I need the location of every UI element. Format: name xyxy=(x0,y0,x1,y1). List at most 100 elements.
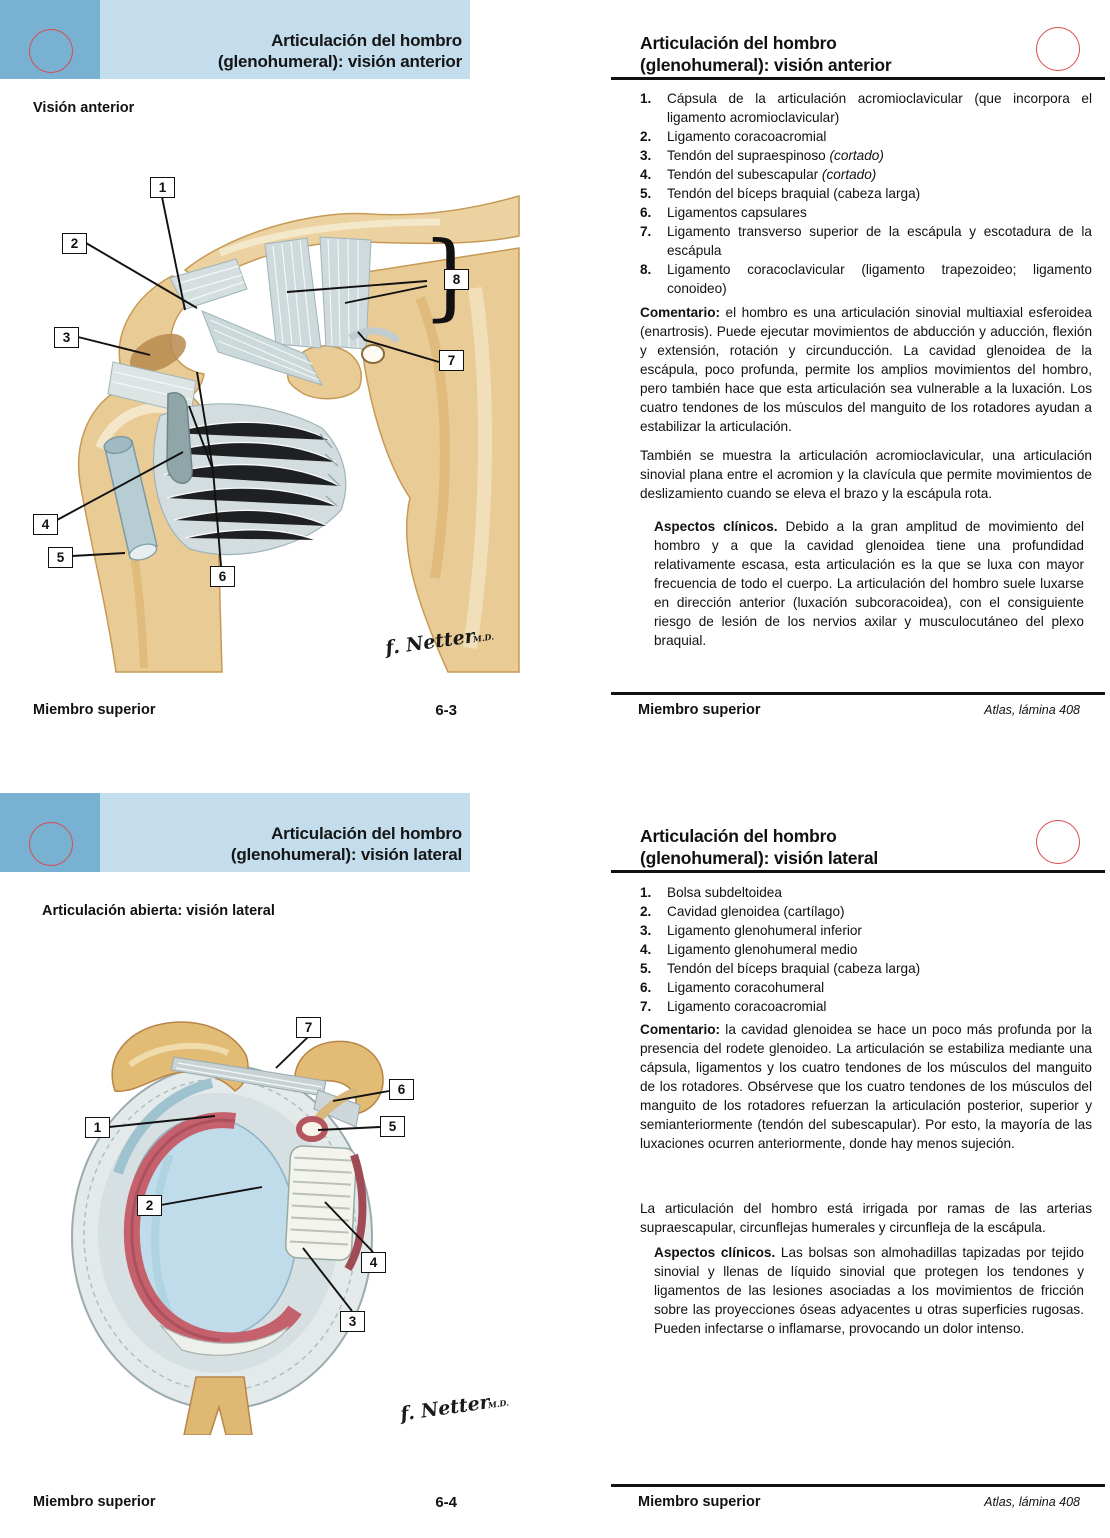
figure-caption: Articulación abierta: visión lateral xyxy=(42,903,275,919)
card-footer: Miembro superior 6-3 xyxy=(33,702,457,719)
comment-label: Comentario: xyxy=(640,305,721,320)
card-title: Articulación del hombro (glenohumeral): … xyxy=(640,32,892,76)
figure-label-4: 4 xyxy=(361,1252,386,1273)
figure-label-1: 1 xyxy=(150,177,175,198)
footer-atlas-ref: Atlas, lámina 408 xyxy=(984,703,1080,717)
list-item: 7.Ligamento transverso superior de la es… xyxy=(640,224,1092,258)
title-rule xyxy=(611,870,1105,873)
figure-label-7: 7 xyxy=(296,1017,321,1038)
figure-label-6: 6 xyxy=(210,566,235,587)
subscapularis-tendon xyxy=(284,1145,358,1261)
figure-label-3: 3 xyxy=(340,1311,365,1332)
figure-caption: Visión anterior xyxy=(33,100,135,116)
card-footer: Miembro superior Atlas, lámina 408 xyxy=(638,1494,1080,1510)
list-item: 4.Ligamento glenohumeral medio xyxy=(640,942,858,957)
figure-label-4: 4 xyxy=(33,514,58,535)
header-band: Articulación del hombro (glenohumeral): … xyxy=(0,0,470,79)
structure-list: 1.Cápsula de la articulación acromioclav… xyxy=(640,89,1092,298)
anterior-view-figure: } 1 2 3 4 5 xyxy=(20,148,520,673)
card-footer: Miembro superior 6-4 xyxy=(33,1494,457,1511)
figure-label-3: 3 xyxy=(54,327,79,348)
footer-rule xyxy=(611,692,1105,695)
card-title-line1: Articulación del hombro xyxy=(271,31,462,50)
card-title-line1: Articulación del hombro xyxy=(271,824,462,843)
title-rule xyxy=(611,77,1105,80)
inferior-glenohumeral-ligament xyxy=(159,1324,290,1356)
list-item: 6.Ligamento coracohumeral xyxy=(640,980,825,995)
clinical-label: Aspectos clínicos. xyxy=(654,519,778,534)
lateral-shoulder-illustration xyxy=(71,1021,390,1435)
list-item: 4.Tendón del subescapular (cortado) xyxy=(640,167,877,182)
card-title: Articulación del hombro (glenohumeral): … xyxy=(218,30,462,72)
red-circle-mark xyxy=(29,29,73,73)
footer-section: Miembro superior xyxy=(33,1494,156,1510)
red-circle-mark xyxy=(29,822,73,866)
card-front-lateral: Articulación del hombro (glenohumeral): … xyxy=(0,770,540,1538)
figure-label-5: 5 xyxy=(380,1116,405,1137)
capsular-streaks xyxy=(163,421,341,541)
suprascapular-notch xyxy=(361,344,385,364)
figure-label-7: 7 xyxy=(439,350,464,371)
card-back-lateral: Articulación del hombro (glenohumeral): … xyxy=(540,770,1110,1538)
structure-list: 1.Bolsa subdeltoidea 2.Cavidad glenoidea… xyxy=(640,883,1092,1016)
list-item: 1.Cápsula de la articulación acromioclav… xyxy=(640,91,1092,125)
footer-card-number: 6-4 xyxy=(435,1494,457,1511)
figure-label-1: 1 xyxy=(85,1117,110,1138)
header-band-square xyxy=(0,0,100,79)
superior-transverse-ligament xyxy=(348,327,401,344)
footer-rule xyxy=(611,1484,1105,1487)
middle-glenohumeral-ligament xyxy=(344,1153,367,1272)
clinical-label: Aspectos clínicos. xyxy=(654,1245,776,1260)
secondary-paragraph: También se muestra la articulación acrom… xyxy=(640,448,1092,501)
leader-lines xyxy=(56,196,440,567)
figure-label-2: 2 xyxy=(62,233,87,254)
figure-label-5: 5 xyxy=(48,547,73,568)
leader-lines xyxy=(108,1036,390,1312)
card-title: Articulación del hombro (glenohumeral): … xyxy=(640,825,878,869)
card-title-line2: (glenohumeral): visión lateral xyxy=(640,848,879,868)
lateral-view-figure: 1 2 3 4 5 6 7 xyxy=(60,995,480,1435)
list-item: 6.Ligamentos capsulares xyxy=(640,205,807,220)
header-band: Articulación del hombro (glenohumeral): … xyxy=(0,793,470,872)
list-item: 7.Ligamento coracoacromial xyxy=(640,999,827,1014)
list-item: 1.Bolsa subdeltoidea xyxy=(640,885,782,900)
red-circle-mark xyxy=(1036,27,1080,71)
list-item: 3.Tendón del supraespinoso (cortado) xyxy=(640,148,884,163)
comment-paragraph: Comentario: el hombro es una articulació… xyxy=(640,305,1092,434)
card-footer: Miembro superior Atlas, lámina 408 xyxy=(638,702,1080,718)
card-title-line2: (glenohumeral): visión lateral xyxy=(230,845,462,864)
footer-section: Miembro superior xyxy=(33,702,156,718)
card-front-anterior: Articulación del hombro (glenohumeral): … xyxy=(0,0,540,770)
card-back-anterior: Articulación del hombro (glenohumeral): … xyxy=(540,0,1110,770)
humerus-shaft xyxy=(183,1376,253,1435)
subscapularis-tendon-cut xyxy=(166,392,193,484)
card-title: Articulación del hombro (glenohumeral): … xyxy=(231,823,462,865)
secondary-paragraph: La articulación del hombro está irrigada… xyxy=(640,1201,1092,1235)
list-item: 8.Ligamento coracoclavicular (ligamento … xyxy=(640,262,1092,296)
figure-label-6: 6 xyxy=(389,1079,414,1100)
list-item: 5.Tendón del bíceps braquial (cabeza lar… xyxy=(640,186,921,201)
clinical-notes: Aspectos clínicos. Las bolsas son almoha… xyxy=(654,1245,1084,1336)
comment-label: Comentario: xyxy=(640,1022,721,1037)
figure-label-2: 2 xyxy=(137,1195,162,1216)
card-title-line1: Articulación del hombro xyxy=(640,826,837,846)
list-item: 2.Cavidad glenoidea (cartílago) xyxy=(640,904,845,919)
red-circle-mark xyxy=(1036,820,1080,864)
footer-card-number: 6-3 xyxy=(435,702,457,719)
signature-md: M.D. xyxy=(487,1397,510,1411)
biceps-tendon-band xyxy=(314,1086,360,1122)
list-item: 2.Ligamento coracoacromial xyxy=(640,129,827,144)
clinical-notes: Aspectos clínicos. Debido a la gran ampl… xyxy=(654,519,1084,648)
signature-md: M.D. xyxy=(472,631,495,645)
figure-label-8: 8 xyxy=(444,269,469,290)
list-item: 3.Ligamento glenohumeral inferior xyxy=(640,923,862,938)
header-band-square xyxy=(0,793,100,872)
card-title-line2: (glenohumeral): visión anterior xyxy=(640,55,892,75)
coracoclavicular-ligaments xyxy=(264,236,372,350)
list-item: 5.Tendón del bíceps braquial (cabeza lar… xyxy=(640,961,921,976)
footer-atlas-ref: Atlas, lámina 408 xyxy=(984,1495,1080,1509)
card-title-line1: Articulación del hombro xyxy=(640,33,837,53)
capsule-superior-band xyxy=(113,1078,214,1175)
anterior-shoulder-illustration: } xyxy=(56,195,520,673)
